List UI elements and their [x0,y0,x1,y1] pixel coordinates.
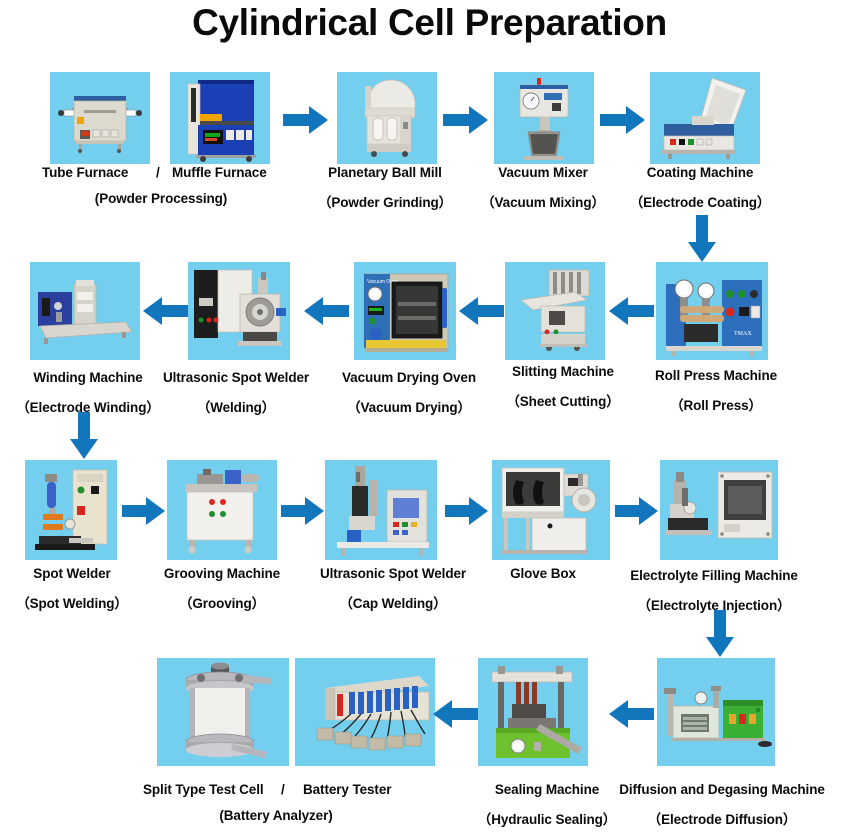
panel-electrolyte-filling-machine [660,460,778,560]
spot-welder-image [25,460,117,560]
panel-roll-press-machine: TMAX [656,262,768,360]
label-sealing-machine: Sealing Machine [494,782,600,797]
split-type-test-cell-image [157,658,289,766]
panel-vacuum-drying-oven: Vacuum Oven [354,262,456,360]
label-spot-welder: Spot Welder [33,566,111,581]
page-title: Cylindrical Cell Preparation [192,2,667,43]
glove-box-image [492,460,610,560]
roll-press-machine-image: TMAX [656,262,768,360]
arrow-electrolyte-to-diffusion [704,610,736,658]
label-spot-welding: （Spot Welding） [16,596,128,611]
label-roll-press: （Roll Press） [670,398,762,413]
diffusion-degasing-machine-image [657,658,775,766]
label-battery-analyzer: (Battery Analyzer) [219,808,333,823]
panel-glove-box [492,460,610,560]
label-cap-welding: （Cap Welding） [339,596,447,611]
label-separator-slash-1: / [156,165,160,180]
arrow-welder-to-winding [142,295,188,327]
arrow-diffusion-to-sealing [608,698,654,730]
panel-muffle-furnace [170,72,270,164]
panel-battery-tester [295,658,435,766]
label-battery-tester: Battery Tester [303,782,392,797]
arrow-mill-to-mixer [443,104,489,136]
arrow-rollpress-to-slitting [608,295,654,327]
label-electrolyte-filling-machine: Electrolyte Filling Machine [630,568,798,583]
label-diffusion-degasing-machine: Diffusion and Degasing Machine [619,782,825,797]
label-electrolyte-injection: （Electrolyte Injection） [637,598,791,613]
label-roll-press-machine: Roll Press Machine [655,368,777,383]
planetary-ball-mill-image [337,72,437,164]
panel-spot-welder [25,460,117,560]
label-vacuum-drying-oven: Vacuum Drying Oven [342,370,476,385]
arrow-powder-to-mill [283,104,329,136]
muffle-furnace-image [170,72,270,164]
panel-planetary-ball-mill [337,72,437,164]
svg-text:TMAX: TMAX [734,331,752,337]
label-glove-box: Glove Box [510,566,576,581]
panel-split-type-test-cell [157,658,289,766]
arrow-winding-to-spotwelder [68,412,100,460]
panel-slitting-machine [505,262,605,360]
arrow-grooving-to-capwelder [281,495,325,527]
label-powder-grinding: （Powder Grinding） [317,195,453,210]
battery-tester-image [295,658,435,766]
ultrasonic-cap-welder-image [325,460,437,560]
arrow-spotwelder-to-grooving [122,495,166,527]
arrow-drying-to-welder [303,295,349,327]
label-winding-machine: Winding Machine [33,370,143,385]
panel-vacuum-mixer [494,72,594,164]
label-vacuum-drying: （Vacuum Drying） [347,400,471,415]
label-electrode-coating: （Electrode Coating） [629,195,771,210]
label-tube-furnace: Tube Furnace [42,165,129,180]
slitting-machine-image [505,262,605,360]
vacuum-mixer-image [494,72,594,164]
label-grooving-machine: Grooving Machine [163,566,281,581]
label-grooving: （Grooving） [179,596,265,611]
label-hydraulic-sealing: （Hydraulic Sealing） [477,812,617,827]
arrow-sealing-to-tester [432,698,478,730]
label-electrode-winding: （Electrode Winding） [16,400,160,415]
label-electrode-diffusion: （Electrode Diffusion） [647,812,797,827]
arrow-slitting-to-drying [458,295,504,327]
tube-furnace-image [50,72,150,164]
arrow-glovebox-to-electrolyte [615,495,659,527]
label-welding: （Welding） [196,400,276,415]
winding-machine-image [30,262,140,360]
label-ultrasonic-spot-welder-r2: Ultrasonic Spot Welder [162,370,310,385]
panel-winding-machine [30,262,140,360]
label-separator-slash-2: / [281,782,285,797]
coating-machine-image [650,72,760,164]
sealing-machine-image [478,658,588,766]
ultrasonic-spot-welder-image [188,262,290,360]
arrow-mixer-to-coating [600,104,646,136]
label-sheet-cutting: （Sheet Cutting） [506,394,620,409]
label-muffle-furnace: Muffle Furnace [172,165,267,180]
panel-diffusion-degasing-machine [657,658,775,766]
label-ultrasonic-spot-welder-r3: Ultrasonic Spot Welder [319,566,467,581]
label-split-type-test-cell: Split Type Test Cell [143,782,264,797]
label-planetary-ball-mill: Planetary Ball Mill [328,165,442,180]
panel-ultrasonic-spot-welder [188,262,290,360]
label-vacuum-mixing: （Vacuum Mixing） [481,195,605,210]
arrow-capwelder-to-glovebox [445,495,489,527]
panel-ultrasonic-cap-welder [325,460,437,560]
panel-coating-machine [650,72,760,164]
panel-tube-furnace [50,72,150,164]
arrow-coating-to-rollpress [686,215,718,263]
svg-text:Vacuum Oven: Vacuum Oven [367,279,399,285]
label-slitting-machine: Slitting Machine [512,364,614,379]
panel-grooving-machine [167,460,277,560]
label-powder-processing: (Powder Processing) [94,191,228,206]
label-vacuum-mixer: Vacuum Mixer [498,165,588,180]
label-coating-machine: Coating Machine [646,165,754,180]
grooving-machine-image [167,460,277,560]
electrolyte-filling-machine-image [660,460,778,560]
vacuum-drying-oven-image: Vacuum Oven [354,262,456,360]
panel-sealing-machine [478,658,588,766]
